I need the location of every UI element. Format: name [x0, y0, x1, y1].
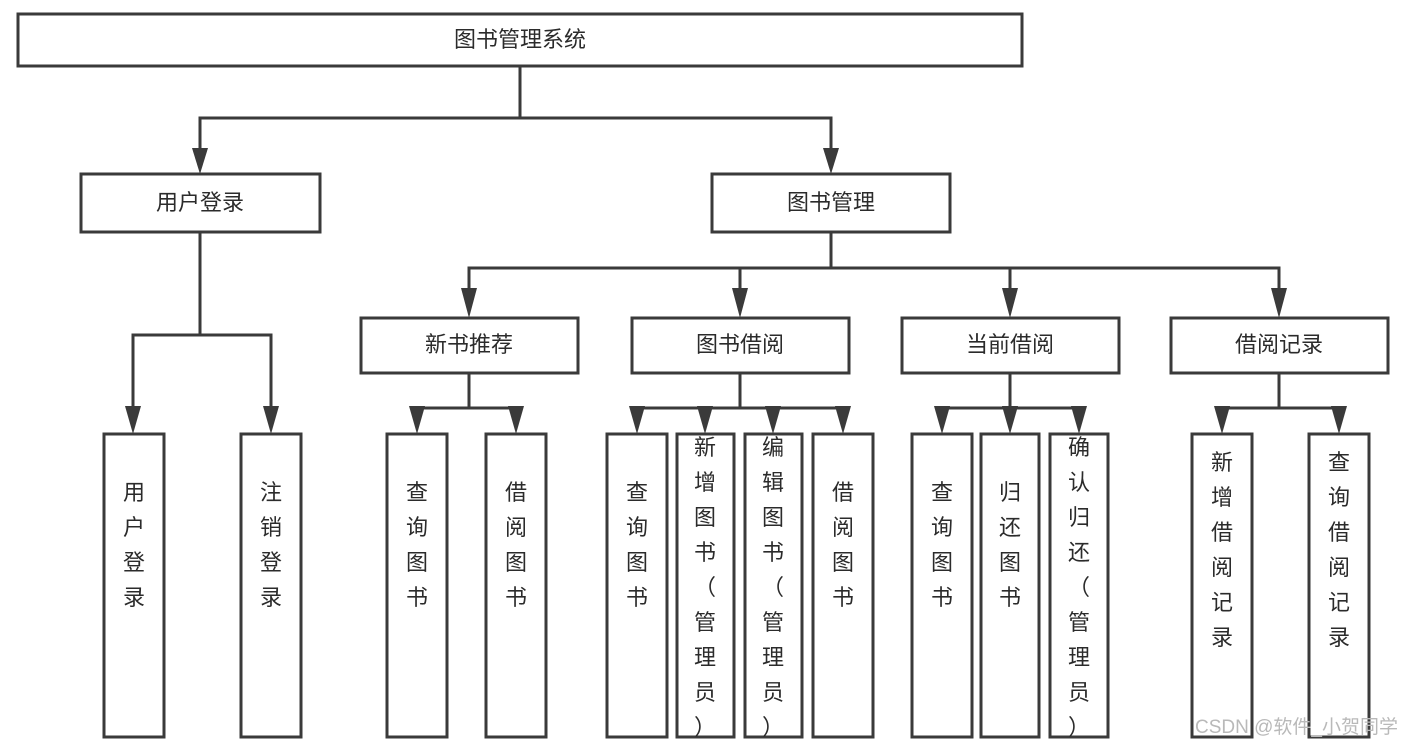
edge-group-userlogin	[125, 230, 279, 434]
node-leaf-5-label: 查询图书	[626, 480, 648, 610]
node-leaf-12[interactable]: 新增借阅记录	[1190, 432, 1254, 739]
arrowhead-icon	[835, 406, 851, 434]
arrowhead-icon	[461, 288, 477, 318]
edge-group-bookborrow	[629, 371, 851, 434]
edge-group-newbookrec	[409, 371, 524, 434]
edge-group-bookmanage	[461, 230, 1287, 318]
node-leaf-13[interactable]: 查询借阅记录	[1307, 432, 1371, 739]
node-leaf-7-label: 编辑图书（管理员）	[762, 435, 784, 740]
node-leaf-10[interactable]: 归还图书	[979, 432, 1041, 739]
arrowhead-icon	[697, 406, 713, 434]
node-borrow-record-box[interactable]	[1169, 316, 1390, 375]
node-leaf-13-box[interactable]	[1307, 432, 1371, 739]
node-leaf-13-label: 查询借阅记录	[1328, 450, 1350, 650]
node-leaf-12-box[interactable]	[1190, 432, 1254, 739]
node-leaf-5[interactable]: 查询图书	[605, 432, 669, 739]
node-root-label: 图书管理系统	[454, 27, 586, 52]
node-leaf-11-label: 确认归还（管理员）	[1068, 435, 1090, 740]
node-leaf-9-label: 查询图书	[931, 480, 953, 610]
node-book-borrow-box[interactable]	[630, 316, 851, 375]
csdn-watermark: CSDN @软件_小贺同学	[1195, 716, 1398, 738]
node-current-borrow[interactable]: 当前借阅	[900, 316, 1121, 375]
node-leaf-2-label: 注销登录	[260, 480, 282, 610]
node-leaf-7-box[interactable]	[743, 432, 804, 739]
arrowhead-icon	[823, 148, 839, 174]
node-leaf-9[interactable]: 查询图书	[910, 432, 974, 739]
node-leaf-10-label: 归还图书	[999, 480, 1021, 610]
arrowhead-icon	[1271, 288, 1287, 318]
node-leaf-11-box[interactable]	[1048, 432, 1110, 739]
node-leaf-2-box[interactable]	[239, 432, 303, 739]
node-book-borrow-label: 图书借阅	[696, 332, 784, 357]
arrowhead-icon	[1002, 288, 1018, 318]
node-leaf-11[interactable]: 确认归还（管理员）	[1048, 432, 1110, 740]
node-leaf-4-box[interactable]	[484, 432, 548, 739]
node-leaf-6[interactable]: 新增图书（管理员）	[675, 432, 736, 740]
node-leaf-4[interactable]: 借阅图书	[484, 432, 548, 739]
node-current-borrow-label: 当前借阅	[966, 332, 1054, 357]
node-new-book-rec[interactable]: 新书推荐	[359, 316, 580, 375]
node-book-manage[interactable]: 图书管理	[710, 172, 952, 234]
arrowhead-icon	[263, 406, 279, 434]
node-leaf-9-box[interactable]	[910, 432, 974, 739]
node-leaf-3[interactable]: 查询图书	[385, 432, 449, 739]
node-borrow-record[interactable]: 借阅记录	[1169, 316, 1390, 375]
node-book-manage-label: 图书管理	[787, 190, 875, 215]
arrowhead-icon	[508, 406, 524, 434]
node-user-login-label: 用户登录	[156, 190, 244, 215]
node-leaf-8-box[interactable]	[811, 432, 875, 739]
edge-group-root	[192, 64, 839, 174]
node-new-book-rec-box[interactable]	[359, 316, 580, 375]
node-leaf-3-box[interactable]	[385, 432, 449, 739]
node-leaf-7[interactable]: 编辑图书（管理员）	[743, 432, 804, 740]
node-leaf-12-label: 新增借阅记录	[1211, 450, 1233, 650]
node-user-login[interactable]: 用户登录	[79, 172, 322, 234]
node-book-manage-box[interactable]	[710, 172, 952, 234]
arrowhead-icon	[732, 288, 748, 318]
node-leaf-3-label: 查询图书	[406, 480, 428, 610]
edge-group-currentborrow	[934, 371, 1087, 434]
node-leaf-5-box[interactable]	[605, 432, 669, 739]
node-user-login-box[interactable]	[79, 172, 322, 234]
node-borrow-record-label: 借阅记录	[1235, 332, 1323, 357]
node-leaf-4-label: 借阅图书	[505, 480, 527, 610]
arrowhead-icon	[934, 406, 950, 434]
node-new-book-rec-label: 新书推荐	[425, 332, 513, 357]
arrowhead-icon	[765, 406, 781, 434]
node-leaf-10-box[interactable]	[979, 432, 1041, 739]
arrowhead-icon	[629, 406, 645, 434]
node-leaf-8-label: 借阅图书	[832, 480, 854, 610]
arrowhead-icon	[1071, 406, 1087, 434]
arrowhead-icon	[192, 148, 208, 174]
arrowhead-icon	[125, 406, 141, 434]
node-current-borrow-box[interactable]	[900, 316, 1121, 375]
node-root[interactable]: 图书管理系统	[16, 12, 1024, 68]
node-leaf-6-box[interactable]	[675, 432, 736, 739]
node-leaf-6-label: 新增图书（管理员）	[694, 435, 716, 740]
arrowhead-icon	[1002, 406, 1018, 434]
node-book-borrow[interactable]: 图书借阅	[630, 316, 851, 375]
arrowhead-icon	[1214, 406, 1230, 434]
node-leaf-1-label: 用户登录	[123, 480, 145, 610]
node-leaf-1[interactable]: 用户登录	[102, 432, 166, 739]
arrowhead-icon	[409, 406, 425, 434]
node-leaf-2[interactable]: 注销登录	[239, 432, 303, 739]
edge-group-borrowrecord	[1214, 371, 1347, 434]
arrowhead-icon	[1331, 406, 1347, 434]
node-root-box[interactable]	[16, 12, 1024, 68]
node-leaf-1-box[interactable]	[102, 432, 166, 739]
node-leaf-8[interactable]: 借阅图书	[811, 432, 875, 739]
